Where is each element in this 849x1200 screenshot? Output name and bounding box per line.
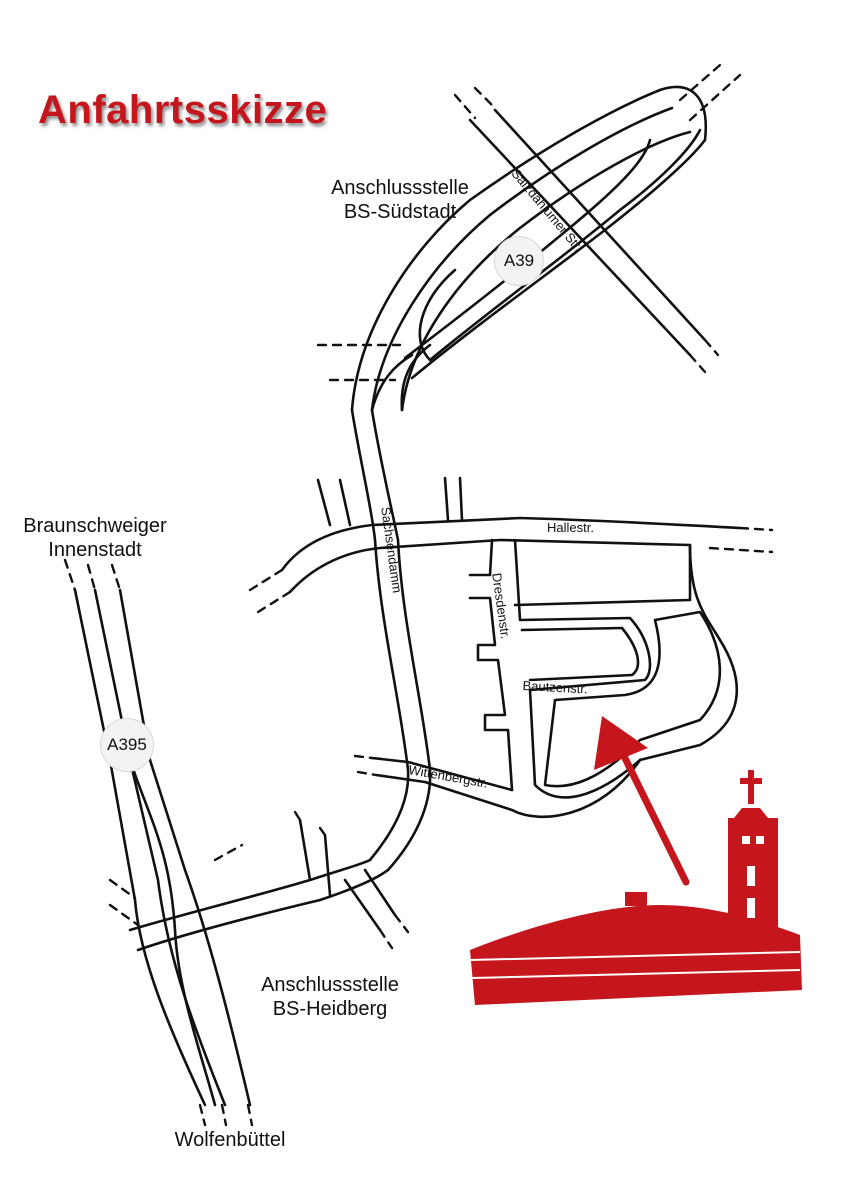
salzdahlumer-street (453, 86, 720, 374)
hallestr-street (248, 476, 774, 614)
label-wolfenbuettel: Wolfenbüttel (174, 1129, 286, 1151)
a39-motorway (316, 63, 742, 412)
map-title: Anfahrtsskizze (38, 88, 328, 132)
street-label-hallestr: Hallestr. (547, 520, 594, 535)
arrow-icon (594, 716, 690, 886)
label-innenstadt: Braunschweiger Innenstadt (0, 514, 190, 562)
label-anschluss-heidberg: Anschlussstelle BS-Heidberg (225, 973, 435, 1021)
label-innenstadt-line1: Braunschweiger (23, 515, 167, 537)
a39-shield: A39 (494, 236, 544, 286)
label-anschluss-suedstadt-line1: Anschlussstelle (331, 177, 469, 199)
a395-shield: A395 (100, 718, 154, 772)
label-anschluss-heidberg-line2: BS-Heidberg (272, 998, 388, 1020)
church-icon (469, 770, 802, 1005)
wittenbergstr-street (353, 754, 642, 819)
label-anschluss-suedstadt-line2: BS-Südstadt (343, 201, 457, 223)
heidberg-connector (108, 810, 410, 952)
label-anschluss-heidberg-line1: Anschlussstelle (261, 974, 399, 996)
a395-motorway (63, 558, 254, 1127)
label-innenstadt-line2: Innenstadt (48, 539, 142, 561)
sachsendamm-street (350, 408, 432, 872)
label-anschluss-suedstadt: Anschlussstelle BS-Südstadt (300, 176, 500, 224)
